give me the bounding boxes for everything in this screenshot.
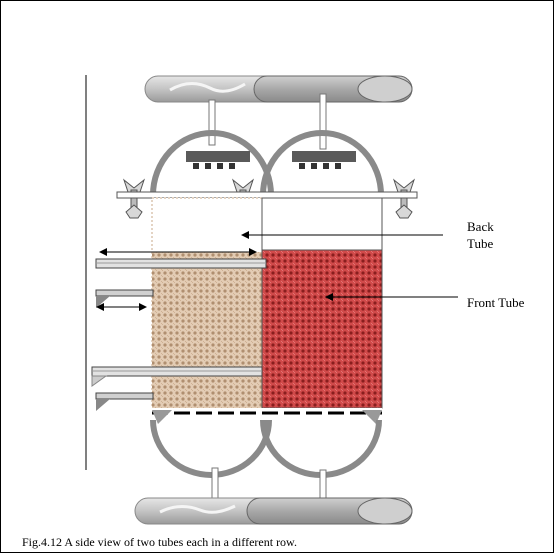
top-rod-front [253, 75, 413, 103]
hanger-back-top [208, 99, 216, 146]
lower-inlet-pipe [91, 366, 263, 387]
back-tube-label-line1: Back [467, 219, 494, 234]
figure-caption: Fig.4.12 A side view of two tubes each i… [22, 535, 297, 549]
bottom-dome-back [150, 419, 272, 478]
top-flange [116, 191, 418, 199]
hanger-front-top [319, 93, 327, 150]
top-manifold-back [186, 151, 250, 169]
upper-inlet-pipe [95, 258, 267, 269]
wing-nut-left [122, 178, 146, 219]
top-dome-back [150, 130, 274, 196]
back-tube-label: Back Tube [467, 218, 494, 252]
front-tube-fill [261, 249, 383, 409]
back-tube-label-line2: Tube [467, 236, 494, 251]
back-tube-fill [152, 252, 262, 408]
bottom-dome-front [260, 419, 382, 478]
bottom-rod-front [246, 497, 413, 525]
wing-nut-right [392, 178, 416, 219]
bottom-clip-left [152, 410, 172, 424]
top-manifold-front [292, 151, 356, 169]
upper-outlet-pipe [95, 289, 154, 308]
front-tube-label: Front Tube [467, 295, 525, 310]
lower-outlet-pipe [95, 392, 154, 411]
top-dome-front [260, 130, 384, 196]
